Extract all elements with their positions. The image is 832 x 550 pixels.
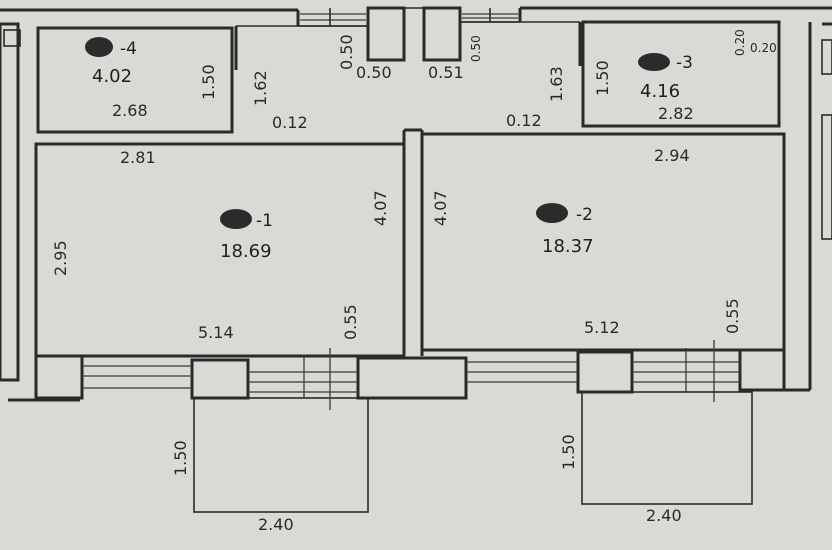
room-4-mark [85,37,113,57]
dim-r2-pier: 0.55 [723,298,742,334]
dim-r3-top-b: 0.20 [750,41,777,55]
dim-top-left-gap: 0.50 [337,34,356,70]
room-4-area: 4.02 [92,66,132,87]
dim-r2-left-height: 4.07 [431,190,450,226]
dim-top-left-width: 0.50 [356,63,392,82]
dim-r2-bottom-width: 5.12 [584,318,620,337]
dim-corr-left-height: 1.62 [251,70,270,106]
dim-r4-width: 2.68 [112,101,148,120]
room-3-area: 4.16 [640,81,680,102]
dimension-labels: 2.68 1.50 1.62 0.50 0.50 0.51 0.50 1.63 … [51,29,777,534]
room-1-id: -1 [256,211,273,231]
dim-r2-top-width: 2.94 [654,146,690,165]
room-2-mark [536,203,568,223]
dim-r1-left-height: 2.95 [51,240,70,276]
room-4-id: -4 [120,39,137,59]
room-1-label: -1 18.69 [220,209,273,262]
dim-balcony-right-width: 2.40 [646,506,682,525]
dim-balcony-left-depth: 1.50 [171,440,190,476]
dim-r4-height: 1.50 [199,64,218,100]
window-glazing [82,8,740,410]
dim-balcony-right-depth: 1.50 [559,434,578,470]
dim-corr-right-height: 1.63 [547,66,566,102]
room-4-label: -4 4.02 [85,37,137,87]
dim-r3-top-a: 0.20 [733,29,747,56]
room-2-area: 18.37 [542,236,594,257]
room-3-mark [638,53,670,71]
dim-r1-top-width: 2.81 [120,148,156,167]
room-3-label: -3 4.16 [638,53,693,102]
dim-r3-height: 1.50 [593,60,612,96]
dim-r1-bottom-width: 5.14 [198,323,234,342]
dim-r1-pier: 0.55 [341,304,360,340]
dim-balcony-left-width: 2.40 [258,515,294,534]
room-2-id: -2 [576,205,593,225]
dim-r1-right-height: 4.07 [371,190,390,226]
dim-r3-width: 2.82 [658,104,694,123]
room-2-label: -2 18.37 [536,203,594,257]
walls [0,6,832,513]
dim-top-right-width: 0.51 [428,63,464,82]
room-3-id: -3 [676,53,693,73]
dim-right-step: 0.12 [506,111,542,130]
dim-left-step: 0.12 [272,113,308,132]
room-1-area: 18.69 [220,241,272,262]
room-1-mark [220,209,252,229]
dim-top-right-gap: 0.50 [469,35,483,62]
